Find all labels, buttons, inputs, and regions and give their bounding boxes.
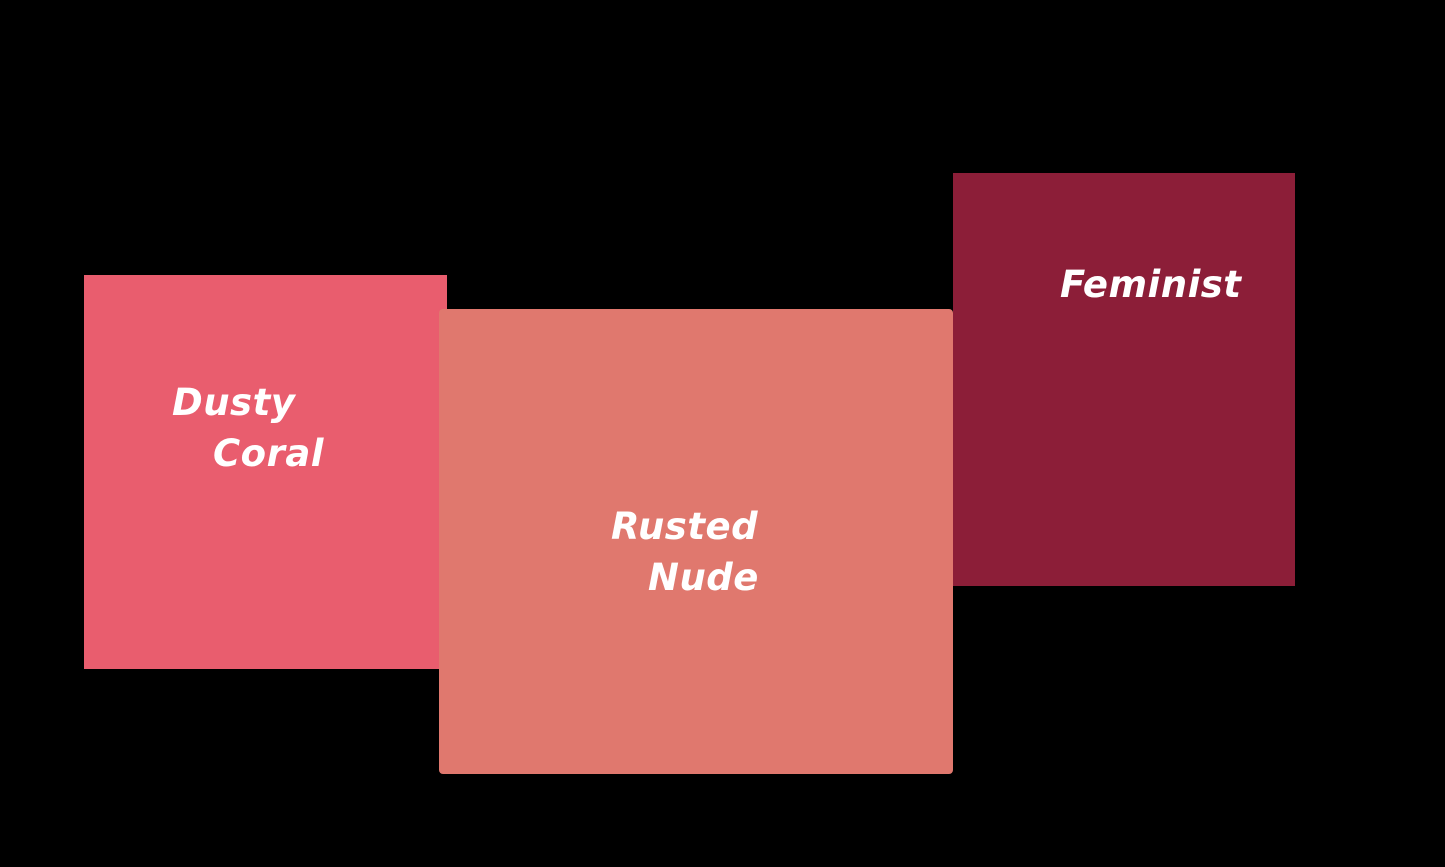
label-line: Nude <box>648 556 759 599</box>
swatch-label-rusted-nude: Rusted Nude <box>611 501 759 603</box>
swatch-dusty-coral: Dusty Coral <box>84 275 447 669</box>
label-line: Rusted <box>611 505 759 548</box>
label-line: Feminist <box>1060 263 1242 306</box>
label-line: Coral <box>213 432 324 475</box>
swatch-feminist: Feminist <box>953 173 1295 586</box>
label-line: Dusty <box>172 381 296 424</box>
swatch-label-feminist: Feminist <box>1060 259 1241 310</box>
swatch-label-dusty-coral: Dusty Coral <box>172 377 324 479</box>
swatch-rusted-nude: Rusted Nude <box>439 309 953 774</box>
